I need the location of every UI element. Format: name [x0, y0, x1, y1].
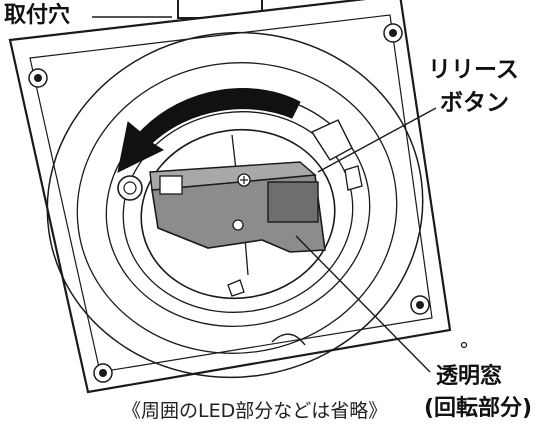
rotation-arrow [117, 88, 301, 173]
inner-plate-bevel [29, 14, 433, 373]
leader-window [295, 235, 431, 373]
module-block-right [267, 181, 319, 223]
mounting-hole [117, 175, 143, 201]
top-screw [237, 173, 251, 187]
outer-ring [46, 31, 424, 379]
bottom-clip [227, 279, 245, 297]
corner-screw-tr [383, 23, 403, 43]
module-block-left [159, 175, 183, 195]
small-dot [460, 341, 468, 349]
ring-2 [76, 62, 398, 354]
release-button-label-line2: ボタン [440, 90, 509, 116]
corner-screw-bl [93, 363, 113, 383]
center-screw [232, 219, 244, 231]
right-clip [344, 165, 363, 191]
release-button-label-line1: リリース [428, 57, 519, 83]
window-label-line1: 透明窓 [436, 364, 503, 389]
ring-4 [122, 111, 354, 313]
release-button-housing [310, 119, 353, 161]
footnote-caption: 《周囲のLED部分などは省略》 [122, 400, 388, 422]
corner-screw-tl [28, 68, 48, 88]
leader-release-button [317, 107, 437, 173]
corner-screw-br [410, 295, 430, 315]
module-top [149, 161, 317, 191]
window-label-line2: (回転部分) [424, 396, 533, 421]
mounting-hole-label: 取付穴 [4, 3, 71, 28]
bottom-tab [271, 333, 306, 346]
inner-line-1 [231, 134, 237, 171]
inner-line-2 [244, 237, 249, 276]
